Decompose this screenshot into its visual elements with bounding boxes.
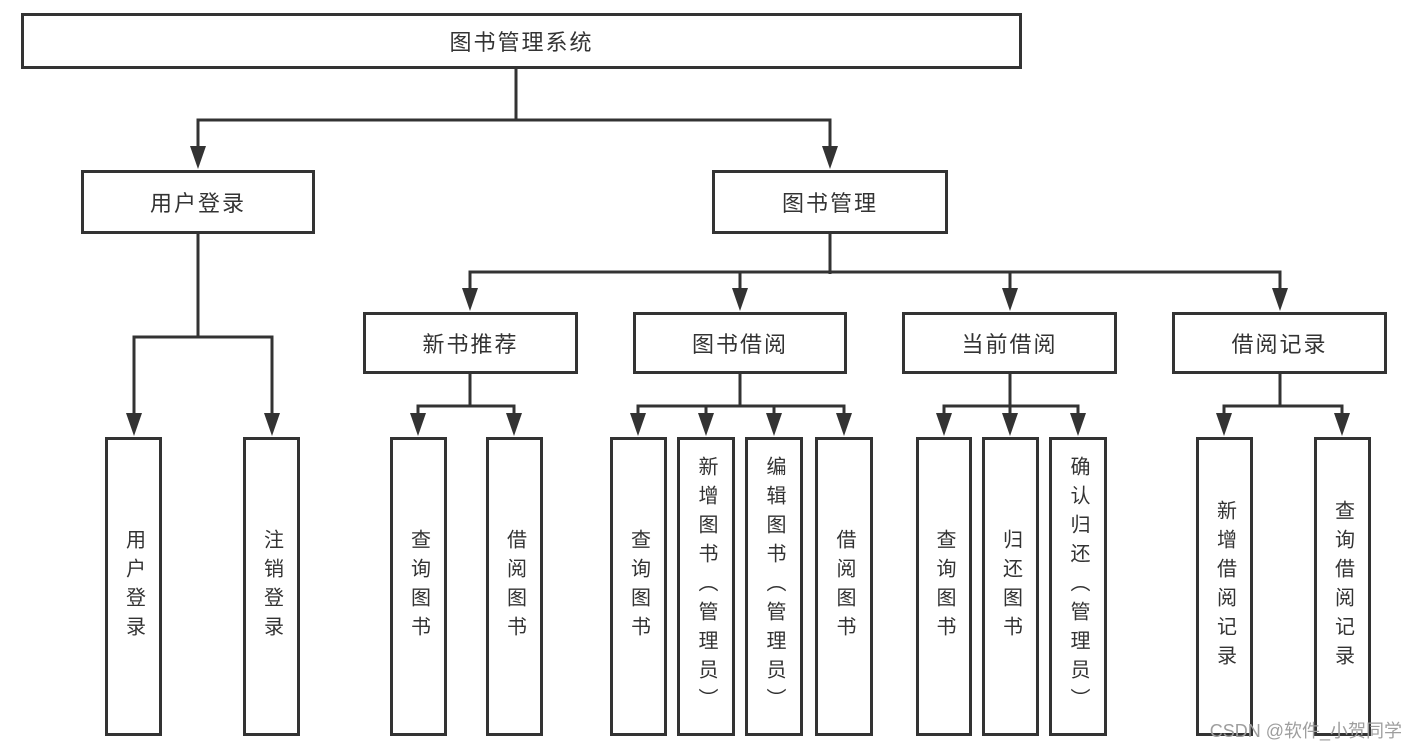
node-book-management-label: 图书管理	[781, 191, 878, 216]
leaf-query-books-1-label: 查询图书	[407, 528, 430, 645]
leaf-query-books-3-label: 查询图书	[933, 528, 955, 645]
watermark: CSDN @软件_小贺同学	[1209, 721, 1402, 741]
node-new-book-recommend-label: 新书推荐	[422, 332, 519, 357]
leaf-query-borrow-record-label: 查询借阅记录	[1331, 499, 1354, 674]
leaf-confirm-return-admin-label: 确认归还（管理员）	[1067, 456, 1089, 717]
leaf-edit-book-admin-label: 编辑图书（管理员）	[763, 456, 785, 717]
leaf-add-book-admin-label: 新增图书（管理员）	[695, 456, 717, 717]
leaf-logout: 注销登录	[243, 437, 300, 736]
node-current-borrow: 当前借阅	[902, 312, 1117, 374]
node-current-borrow-label: 当前借阅	[961, 332, 1058, 357]
leaf-add-borrow-record-label: 新增借阅记录	[1213, 499, 1236, 674]
leaf-confirm-return-admin: 确认归还（管理员）	[1049, 437, 1107, 736]
leaf-return-book-label: 归还图书	[999, 528, 1022, 645]
node-borrow-records-label: 借阅记录	[1231, 332, 1328, 357]
leaf-query-books-2: 查询图书	[610, 437, 667, 736]
leaf-borrow-books-2-label: 借阅图书	[833, 528, 855, 645]
node-root: 图书管理系统	[21, 13, 1022, 69]
leaf-user-login: 用户登录	[105, 437, 162, 736]
node-book-borrow: 图书借阅	[633, 312, 847, 374]
leaf-logout-label: 注销登录	[260, 528, 283, 645]
node-book-borrow-label: 图书借阅	[691, 332, 788, 357]
leaf-query-books-2-label: 查询图书	[627, 528, 650, 645]
leaf-borrow-books-2: 借阅图书	[815, 437, 873, 736]
node-borrow-records: 借阅记录	[1172, 312, 1387, 374]
leaf-query-books-3: 查询图书	[916, 437, 972, 736]
leaf-return-book: 归还图书	[982, 437, 1039, 736]
leaf-add-borrow-record: 新增借阅记录	[1196, 437, 1253, 736]
node-user-login: 用户登录	[81, 170, 315, 234]
leaf-query-books-1: 查询图书	[390, 437, 447, 736]
node-new-book-recommend: 新书推荐	[363, 312, 578, 374]
leaf-add-book-admin: 新增图书（管理员）	[677, 437, 735, 736]
node-user-login-label: 用户登录	[149, 191, 246, 216]
node-root-label: 图书管理系统	[449, 30, 594, 55]
node-book-management: 图书管理	[712, 170, 948, 234]
leaf-borrow-books-1: 借阅图书	[486, 437, 543, 736]
leaf-query-borrow-record: 查询借阅记录	[1314, 437, 1371, 736]
leaf-user-login-label: 用户登录	[122, 528, 145, 645]
leaf-edit-book-admin: 编辑图书（管理员）	[745, 437, 803, 736]
leaf-borrow-books-1-label: 借阅图书	[503, 528, 526, 645]
